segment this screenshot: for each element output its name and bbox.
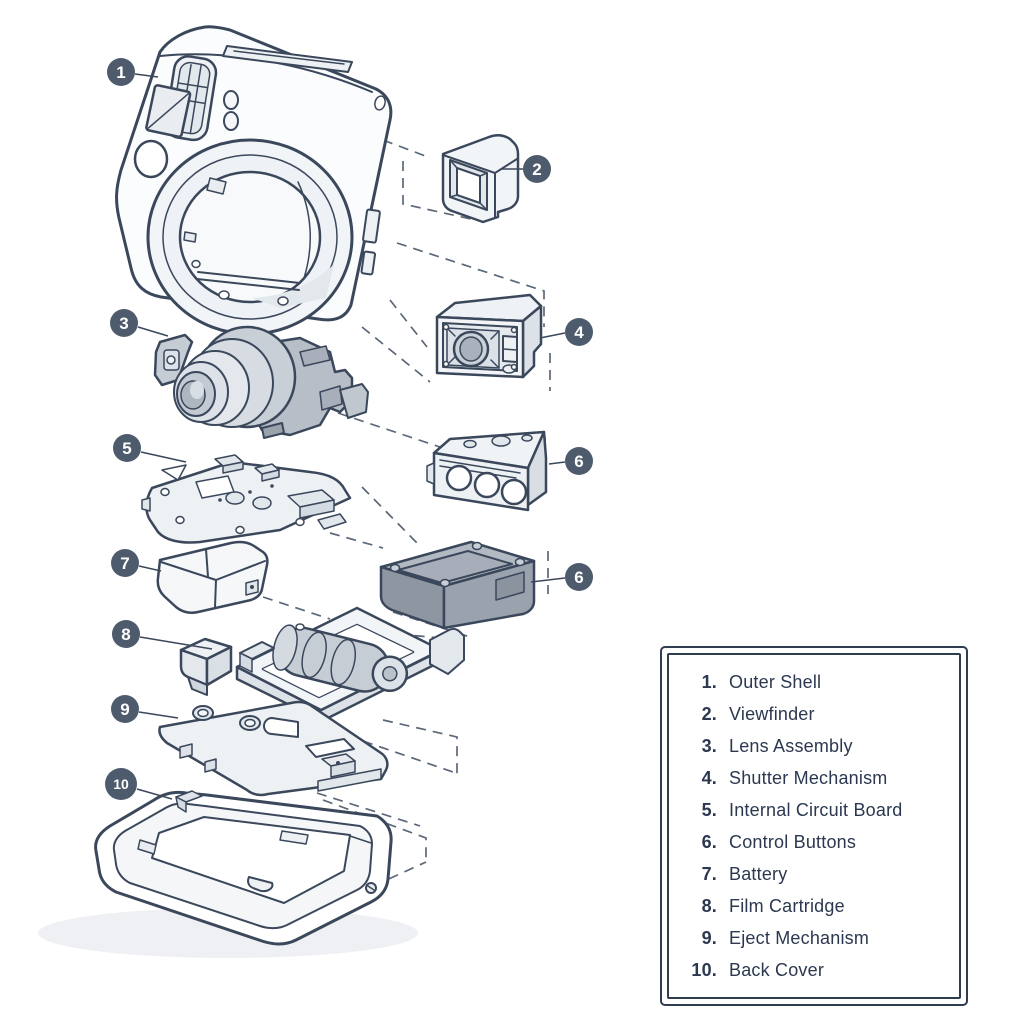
badge-2: 2 — [501, 155, 551, 183]
svg-text:8: 8 — [121, 625, 130, 644]
badge-3: 3 — [110, 309, 169, 337]
badge-7: 7 — [111, 549, 162, 577]
control-buttons-part — [426, 430, 548, 512]
legend-item-label: Viewfinder — [729, 704, 815, 724]
svg-text:3: 3 — [119, 314, 128, 333]
badge-6a: 6 — [548, 447, 593, 475]
parts-legend: 1. Outer Shell 2. Viewfinder 3. Lens Assemb… — [660, 646, 968, 1006]
badge-1: 1 — [107, 58, 159, 86]
legend-item-label: Control Buttons — [729, 832, 857, 852]
legend-item: 7. Battery — [669, 865, 959, 883]
badge-6b: 6 — [530, 563, 593, 591]
badge-10: 10 — [105, 768, 173, 800]
film-pack-part — [379, 540, 536, 630]
shutter-mechanism-part — [435, 293, 543, 379]
legend-item-number: 5. — [701, 800, 717, 820]
legend-item: 8. Film Cartridge — [669, 897, 959, 915]
legend-item-number: 7. — [701, 864, 717, 884]
body-viewfinder-window — [145, 84, 192, 138]
badge-4: 4 — [539, 318, 593, 346]
svg-text:7: 7 — [120, 554, 129, 573]
svg-text:2: 2 — [532, 160, 541, 179]
legend-item-number: 2. — [701, 704, 717, 724]
battery-part — [156, 540, 269, 615]
legend-item: 1. Outer Shell — [669, 673, 959, 691]
badges: 1 2 3 4 5 6 7 — [105, 58, 593, 800]
svg-text:1: 1 — [116, 63, 125, 82]
badge-8: 8 — [112, 620, 213, 650]
legend-item-label: Back Cover — [729, 960, 825, 980]
svg-text:6: 6 — [574, 452, 583, 471]
outer-shell-part — [115, 25, 393, 336]
legend-item: 4. Shutter Mechanism — [669, 769, 959, 787]
legend-item-number: 8. — [701, 896, 717, 916]
legend-item: 5. Internal Circuit Board — [669, 801, 959, 819]
badge-5: 5 — [113, 434, 187, 463]
legend-item-label: Film Cartridge — [729, 896, 845, 916]
circuit-board-part — [141, 454, 352, 544]
svg-text:5: 5 — [122, 439, 131, 458]
badge-9: 9 — [111, 695, 179, 723]
back-cover-part — [94, 790, 393, 946]
legend-item-label: Outer Shell — [729, 672, 822, 692]
legend-item-number: 1. — [701, 672, 717, 692]
legend-item-number: 4. — [701, 768, 717, 788]
legend-item-number: 9. — [701, 928, 717, 948]
legend-item-label: Eject Mechanism — [729, 928, 870, 948]
legend-item-number: 10. — [691, 960, 717, 980]
legend-item-label: Internal Circuit Board — [729, 800, 903, 820]
legend-item-label: Shutter Mechanism — [729, 768, 888, 788]
legend-item-label: Battery — [729, 864, 788, 884]
legend-item: 6. Control Buttons — [669, 833, 959, 851]
side-panel-detail — [360, 208, 381, 276]
svg-text:10: 10 — [113, 776, 129, 792]
film-cartridge-part — [179, 606, 465, 723]
svg-text:4: 4 — [574, 323, 584, 342]
legend-item-label: Lens Assembly — [729, 736, 853, 756]
eject-mechanism-part — [158, 700, 389, 797]
svg-text:9: 9 — [120, 700, 129, 719]
parts-legend-inner: 1. Outer Shell 2. Viewfinder 3. Lens Assemb… — [667, 653, 961, 999]
legend-item: 9. Eject Mechanism — [669, 929, 959, 947]
legend-item: 3. Lens Assembly — [669, 737, 959, 755]
legend-item-number: 3. — [701, 736, 717, 756]
legend-item: 2. Viewfinder — [669, 705, 959, 723]
svg-text:6: 6 — [574, 568, 583, 587]
legend-item: 10. Back Cover — [669, 961, 959, 979]
legend-item-number: 6. — [701, 832, 717, 852]
viewfinder-part — [441, 134, 520, 224]
roller-cylinder — [272, 624, 409, 693]
lens-assembly-part — [153, 325, 369, 439]
